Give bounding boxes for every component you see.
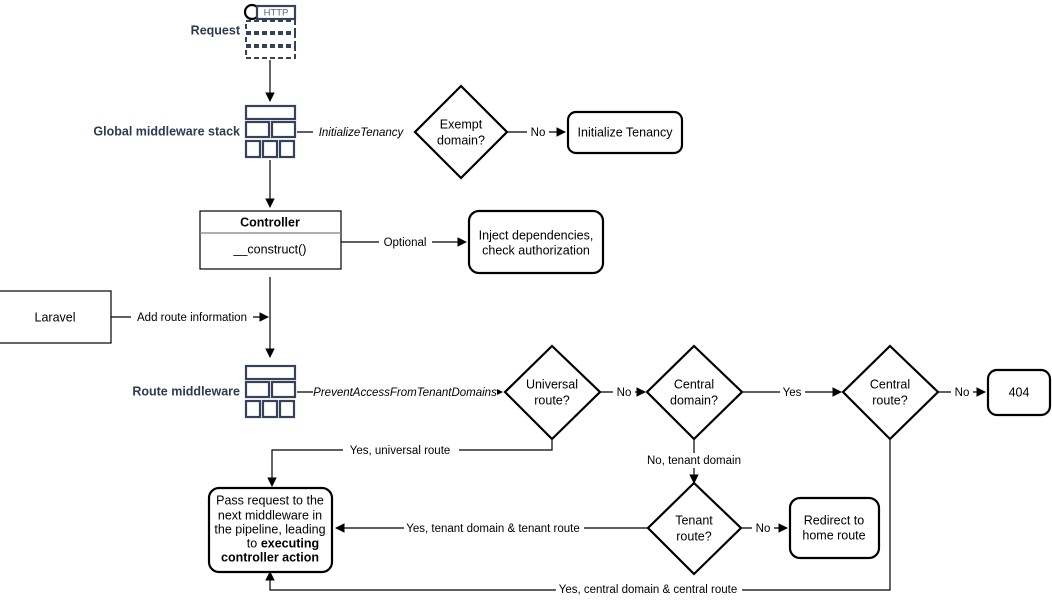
controller-box-shape: [199, 210, 342, 270]
edge-label-bg: [131, 310, 253, 325]
edge-label-tenant-route-no: No: [756, 523, 771, 535]
node-pass-request-line2: next middleware in: [218, 508, 322, 522]
node-404[interactable]: 404: [986, 368, 1052, 417]
decision-tenant-route-line1: Tenant: [675, 513, 713, 527]
edge-label-initialize-tenancy: InitializeTenancy: [319, 127, 405, 139]
edge-label-bg: [313, 385, 497, 400]
node-redirect-line2: home route: [802, 528, 865, 542]
decision-central-domain-line2: domain?: [670, 393, 718, 407]
decision-tenant-route-line2: route?: [676, 529, 711, 543]
middleware-stack-icon-global: [244, 104, 297, 159]
edge-label-central-route-no: No: [955, 387, 970, 399]
diamond-shape: [841, 344, 940, 441]
decision-tenant-route[interactable]: Tenant route?: [646, 481, 743, 576]
node-pass-request-line1: Pass request to the: [216, 493, 324, 507]
edge-label-bg: [613, 385, 635, 400]
mw-mid-right: [270, 120, 297, 139]
diamond-shape: [503, 344, 602, 441]
node-laravel[interactable]: Laravel: [0, 290, 112, 344]
http-label-text: HTTP: [264, 8, 289, 19]
edge-label-prevent-access: PreventAccessFromTenantDomains: [313, 387, 497, 399]
mw-mid-right: [270, 380, 297, 399]
edge-label-bg: [343, 443, 459, 458]
node-pass-request-line3: the pipeline, leading: [214, 522, 325, 536]
diamond-shape: [646, 481, 743, 576]
mw-mid-left: [244, 120, 271, 139]
decision-exempt-domain[interactable]: Exempt domain?: [413, 84, 509, 180]
box-shape: [467, 209, 605, 275]
node-laravel-label: Laravel: [35, 310, 76, 324]
node-inject-line1: Inject dependencies,: [479, 228, 594, 242]
node-pass-request-line4: to: [247, 536, 257, 550]
node-initialize-tenancy-label: Initialize Tenancy: [578, 125, 674, 139]
middleware-stack-icon-route: [244, 364, 297, 419]
mw-mid-left: [244, 380, 271, 399]
decision-central-route[interactable]: Central route?: [841, 344, 940, 441]
edge-label-central-domain-yes: Yes: [783, 387, 802, 399]
decision-central-domain-line1: Central: [674, 377, 714, 391]
node-404-label: 404: [1009, 385, 1030, 399]
node-redirect-home-route[interactable]: Redirect to home route: [788, 496, 881, 560]
mw-top-bar: [244, 364, 297, 381]
edge-label-no-tenant-domain: No, tenant domain: [647, 455, 741, 467]
mw-bot-1: [244, 399, 262, 419]
diamond-shape: [645, 344, 744, 441]
node-redirect-line1: Redirect to: [804, 513, 864, 527]
edge-label-optional: Optional: [384, 237, 427, 249]
http-body-row-3: [245, 46, 296, 59]
mw-top-bar: [244, 104, 297, 121]
box-shape: [788, 496, 881, 560]
edge-label-bg: [313, 125, 413, 140]
box-shape: [566, 110, 684, 155]
box-shape: [207, 486, 334, 574]
edge-label-add-route-information: Add route information: [137, 312, 247, 324]
decision-central-route-line2: route?: [872, 393, 907, 407]
mw-bot-3: [278, 139, 296, 159]
decision-universal-route-line2: route?: [534, 393, 569, 407]
edge-label-universal-no: No: [617, 387, 632, 399]
node-pass-request-bold2: controller action: [221, 550, 319, 564]
edge-label-yes-universal-route: Yes, universal route: [350, 445, 451, 457]
node-inject-dependencies[interactable]: Inject dependencies, check authorization: [467, 209, 605, 275]
edge-label-exempt-no: No: [531, 127, 546, 139]
edge-label-yes-tenant-domain-tenant-route: Yes, tenant domain & tenant route: [406, 523, 579, 535]
node-controller-title: Controller: [240, 215, 300, 229]
http-label-box: [255, 4, 297, 21]
edge-label-bg: [556, 583, 742, 598]
mw-bot-3: [278, 399, 296, 419]
diamond-shape: [413, 84, 509, 180]
decision-exempt-domain-line2: domain?: [437, 133, 485, 147]
side-label-global-middleware-stack: Global middleware stack: [93, 124, 240, 138]
edge-label-bg: [951, 385, 973, 400]
node-pass-request-bold1: executing: [261, 536, 319, 550]
http-body-row-1: [245, 20, 296, 33]
edge-label-bg: [642, 453, 747, 468]
edge-label-bg: [527, 125, 549, 140]
node-pass-request[interactable]: Pass request to the next middleware in t…: [207, 486, 334, 574]
node-initialize-tenancy[interactable]: Initialize Tenancy: [566, 110, 684, 155]
side-label-route-middleware: Route middleware: [132, 384, 240, 398]
node-inject-line2: check authorization: [482, 243, 590, 257]
box-shape: [986, 368, 1052, 417]
http-body-row-2: [245, 33, 296, 46]
side-label-request: Request: [191, 23, 241, 37]
node-controller-method: __construct(): [233, 242, 307, 256]
decision-central-domain[interactable]: Central domain?: [645, 344, 744, 441]
mw-bot-1: [244, 139, 262, 159]
box-shape: [0, 290, 112, 344]
edge-label-bg: [752, 521, 774, 536]
mw-bot-2: [261, 139, 279, 159]
decision-universal-route-line1: Universal: [526, 377, 578, 391]
decision-exempt-domain-line1: Exempt: [440, 117, 483, 131]
decision-central-route-line1: Central: [870, 377, 910, 391]
decision-universal-route[interactable]: Universal route?: [503, 344, 602, 441]
node-controller[interactable]: Controller __construct(): [199, 210, 342, 270]
http-request-icon: HTTP: [243, 3, 297, 59]
edge-label-bg: [404, 521, 584, 536]
edge-label-bg: [379, 235, 432, 250]
mw-bot-2: [261, 399, 279, 419]
edge-label-bg: [780, 385, 805, 400]
edge-label-yes-central-domain-central-route: Yes, central domain & central route: [559, 584, 738, 596]
